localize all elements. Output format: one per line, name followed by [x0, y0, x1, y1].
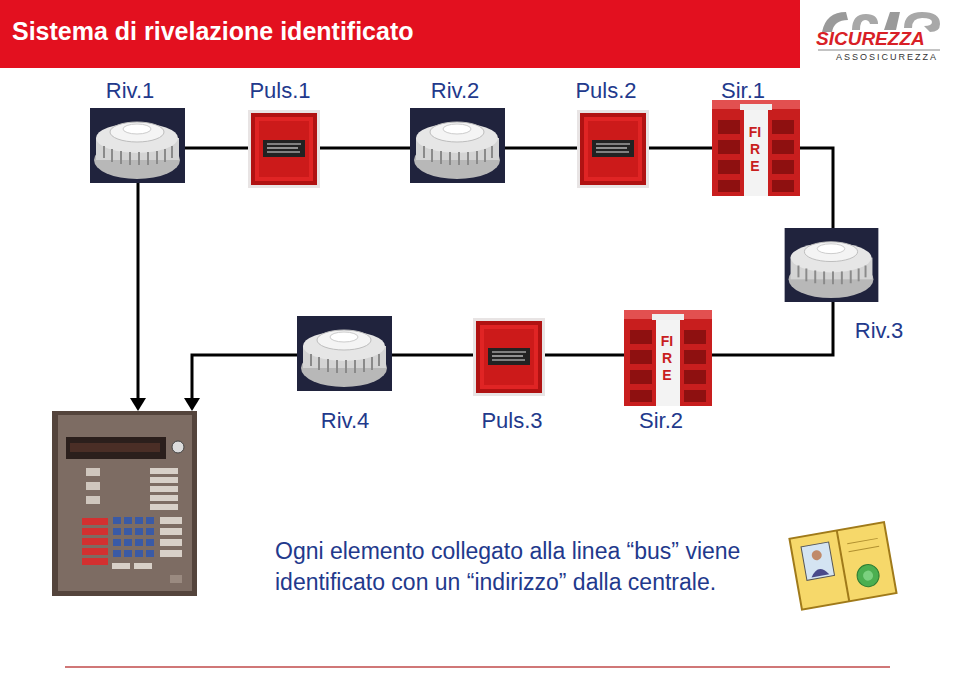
- device-node: Riv.1: [90, 108, 185, 183]
- device-node: Riv.3: [783, 228, 880, 302]
- bus-connector: [545, 354, 624, 357]
- device-node: Puls.1: [248, 110, 320, 188]
- device-label: Sir.1: [721, 78, 765, 104]
- footer-rule: [65, 666, 890, 668]
- bus-connector: [649, 147, 712, 150]
- device-label: Riv.2: [431, 78, 480, 104]
- device-node: Puls.3: [473, 318, 545, 396]
- logo-subtext: ASSOSICUREZZA: [836, 52, 938, 62]
- device-label: Riv.3: [855, 318, 904, 344]
- bus-connector: [712, 302, 833, 355]
- device-label: Sir.2: [639, 408, 683, 434]
- siren-marking: FIRE: [660, 333, 674, 384]
- bus-connector: [320, 147, 410, 150]
- title-bar: Sistema di rivelazione identificato: [0, 0, 800, 68]
- bus-connector: [392, 354, 473, 357]
- device-label: Riv.4: [321, 408, 370, 434]
- device-node: Riv.2: [410, 108, 505, 183]
- siren-marking: FIRE: [748, 124, 762, 175]
- device-label: Puls.2: [575, 78, 636, 104]
- device-label: Puls.3: [481, 408, 542, 434]
- device-label: Riv.1: [106, 78, 155, 104]
- device-node: Puls.2: [577, 110, 649, 188]
- bus-connector: [800, 148, 833, 228]
- title-text: Sistema di rivelazione identificato: [12, 17, 414, 46]
- device-node: Riv.4: [297, 316, 392, 391]
- bus-connector: [505, 147, 577, 150]
- notebook-icon: [789, 522, 896, 610]
- control-panel: [52, 411, 197, 596]
- logo-text: SICUREZZA: [816, 28, 925, 50]
- device-label: Puls.1: [249, 78, 310, 104]
- caption-note: Ogni elemento collegato alla linea “bus”…: [275, 536, 765, 598]
- bus-wire: [130, 183, 297, 411]
- bus-connector: [185, 147, 248, 150]
